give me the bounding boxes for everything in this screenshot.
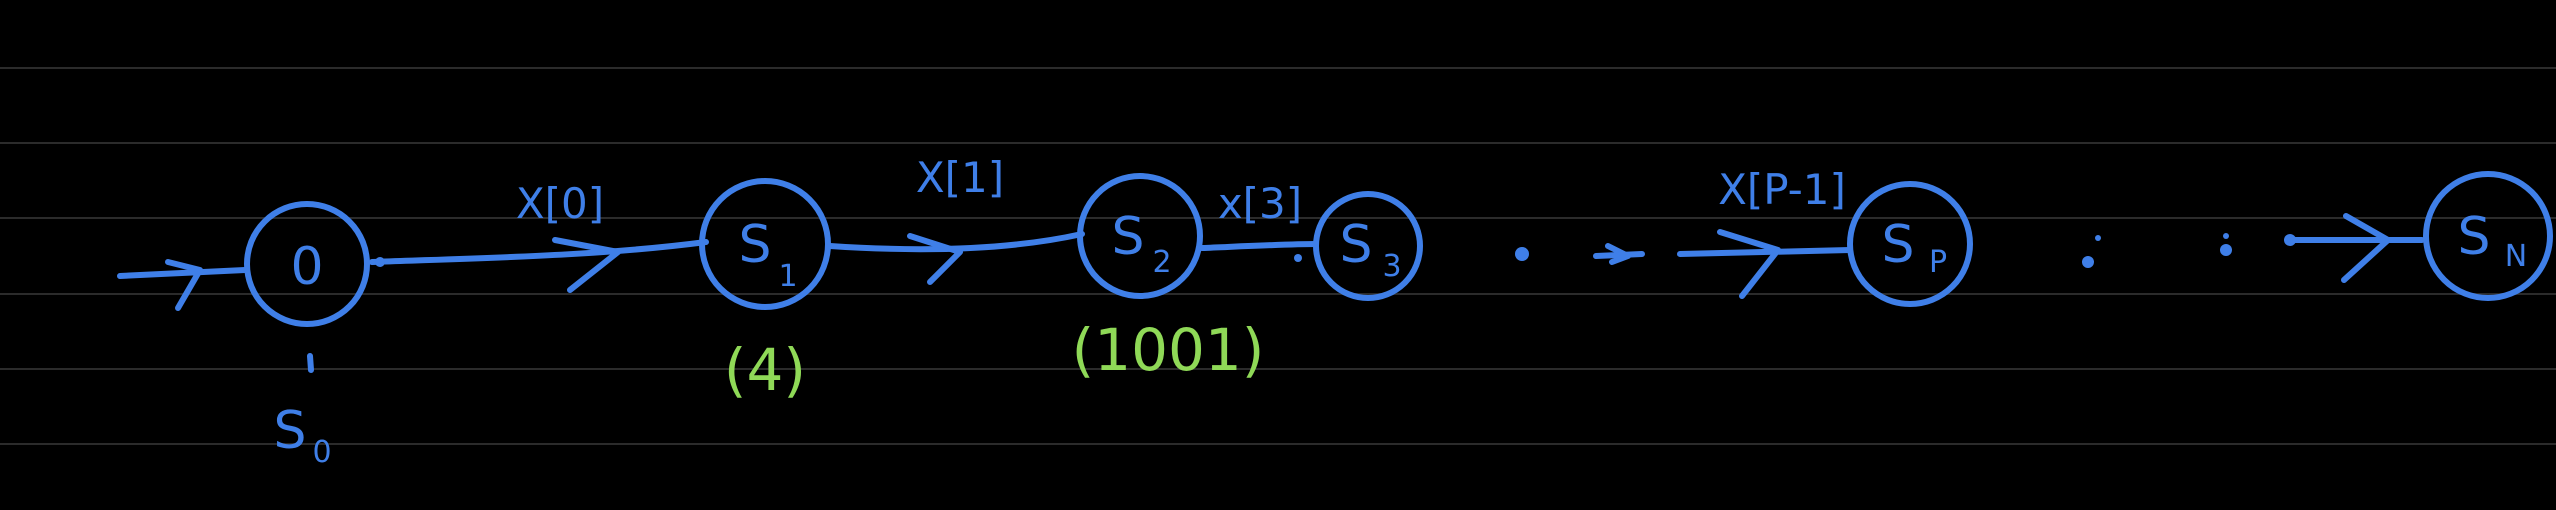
state-s3: S 3 bbox=[1313, 191, 1423, 301]
state-circle bbox=[244, 201, 370, 327]
ellipsis-s3-sp bbox=[1515, 243, 1645, 265]
s2-value-annotation: (1001) bbox=[1072, 316, 1265, 384]
state-subscript: 1 bbox=[778, 259, 797, 294]
edge-s2-s3: x[3] bbox=[1199, 179, 1319, 262]
s0-annotation: S 0 bbox=[273, 353, 332, 470]
state-label: S bbox=[1339, 215, 1372, 275]
state-circle bbox=[2423, 171, 2553, 301]
state-circle bbox=[1077, 173, 1203, 299]
s0-equals-subscript: 0 bbox=[312, 435, 331, 470]
state-s0: 0 bbox=[244, 201, 370, 327]
edge-label-x1: X[1] bbox=[916, 153, 1004, 202]
edge-s1-s2: X[1] bbox=[827, 153, 1085, 285]
state-label: 0 bbox=[290, 237, 323, 297]
state-circle bbox=[1847, 181, 1973, 307]
state-sn: S N bbox=[2423, 171, 2553, 301]
edge-into-sp: X[P-1] bbox=[1677, 165, 1853, 299]
state-label: S bbox=[738, 215, 771, 275]
state-label: S bbox=[1881, 215, 1914, 275]
state-label: S bbox=[1111, 207, 1144, 267]
state-subscript: P bbox=[1929, 245, 1947, 280]
edge-label-x3: x[3] bbox=[1218, 179, 1302, 228]
edge-s0-s1: X[0] bbox=[369, 179, 709, 293]
s0-equals-label: S bbox=[273, 401, 306, 461]
edge-label-xp1: X[P-1] bbox=[1718, 165, 1846, 214]
start-arrow bbox=[117, 259, 248, 311]
state-circle bbox=[1313, 191, 1423, 301]
ellipsis-sp-sn bbox=[2082, 233, 2232, 268]
state-subscript: 3 bbox=[1382, 249, 1401, 284]
ruled-lines bbox=[0, 67, 2556, 445]
state-subscript: N bbox=[2505, 239, 2527, 274]
state-sp: S P bbox=[1847, 181, 1973, 307]
edge-into-sn bbox=[2284, 213, 2425, 283]
state-s1: S 1 bbox=[699, 178, 831, 310]
state-subscript: 2 bbox=[1152, 245, 1171, 280]
state-s2: S 2 bbox=[1077, 173, 1203, 299]
s1-value-annotation: (4) bbox=[724, 336, 806, 404]
state-label: S bbox=[2457, 207, 2490, 267]
edge-label-x0: X[0] bbox=[516, 179, 604, 228]
